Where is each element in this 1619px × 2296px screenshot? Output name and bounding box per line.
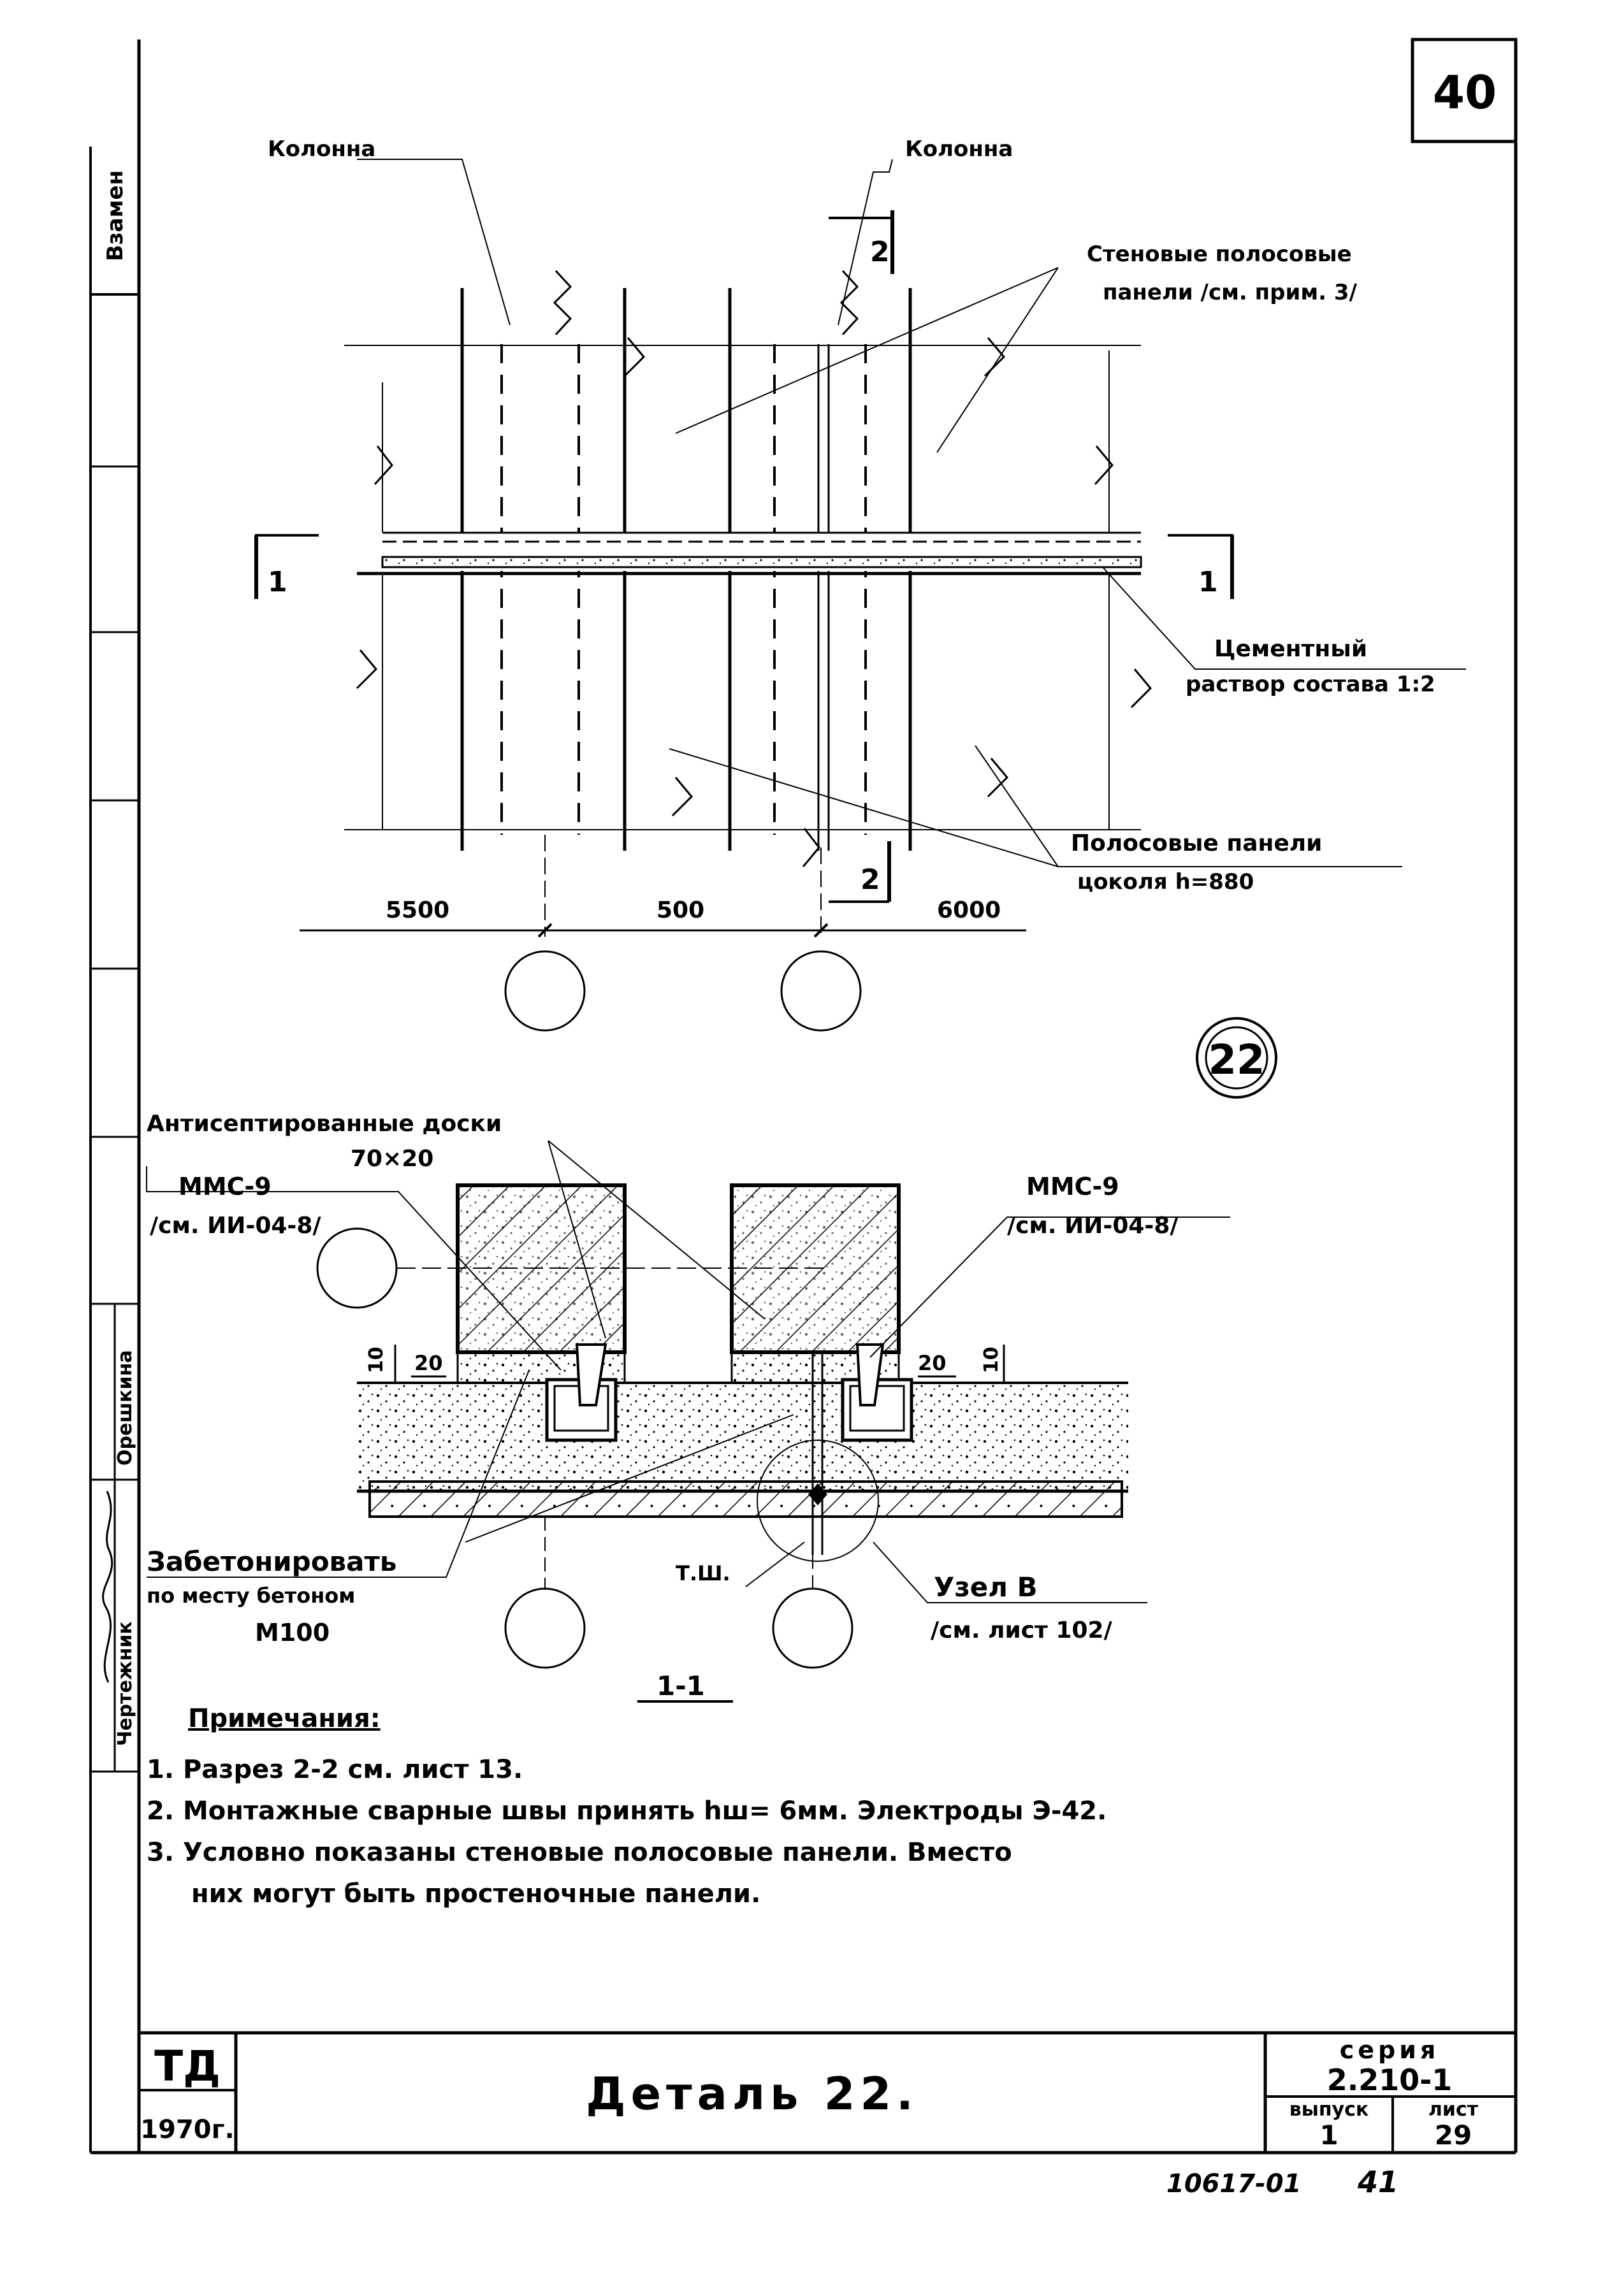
label-column-right: Колонна [905, 136, 1013, 162]
section-2-top-label: 2 [870, 236, 890, 268]
section-labels: Антисептированные доски 70×20 ММС-9 /см.… [147, 1111, 1179, 1701]
label-mmc-right-1: ММС-9 [1026, 1173, 1119, 1201]
dimension-left: 5500 [386, 897, 449, 923]
footer-reference: 10617-01 [1166, 2169, 1301, 2199]
section-title: 1-1 [657, 1670, 705, 1701]
dimension-10-right: 10 [980, 1347, 1003, 1373]
seria-value: 2.210-1 [1327, 2063, 1453, 2097]
label-column-left: Колонна [268, 136, 375, 162]
section-1-left-label: 1 [268, 566, 287, 598]
drawing-title: Деталь 22. [586, 2068, 918, 2120]
title-block-text: ТД 1970г. Деталь 22. серия 2.210-1 выпус… [140, 2036, 1478, 2151]
vypusk-label: выпуск [1289, 2098, 1369, 2121]
dimension-10-left: 10 [365, 1347, 388, 1373]
label-node-1: Узел В [934, 1571, 1038, 1603]
label-wall-panels-1: Стеновые полосовые [1087, 242, 1352, 267]
label-boards-2: 70×20 [351, 1146, 433, 1172]
label-plinth-2: цоколя h=880 [1077, 869, 1254, 895]
detail-mark-number: 22 [1208, 1037, 1265, 1084]
label-concrete-3: М100 [255, 1619, 330, 1647]
side-labels: Взамен Орешкина Чертежник [102, 170, 136, 1746]
label-concrete-1: Забетонировать [147, 1546, 396, 1577]
label-boards-1: Антисептированные доски [147, 1111, 502, 1137]
label-wall-panels-2: панели /см. прим. 3/ [1103, 280, 1358, 305]
detail-mark: 22 [1196, 1017, 1277, 1099]
dimension-right: 6000 [937, 897, 1001, 923]
section-1-right-label: 1 [1198, 566, 1218, 598]
plan-view [254, 159, 1466, 1032]
list-label: лист [1428, 2098, 1479, 2121]
label-mmc-left-2: /см. ИИ-04-8/ [150, 1213, 321, 1239]
dimension-20-left: 20 [414, 1351, 443, 1375]
label-cement-1: Цементный [1214, 636, 1367, 662]
dimension-20-right: 20 [918, 1351, 947, 1375]
footer-page: 41 [1357, 2165, 1398, 2199]
note-3b: них могут быть простеночные панели. [191, 1879, 760, 1909]
label-mmc-left-1: ММС-9 [178, 1173, 272, 1201]
label-node-2: /см. лист 102/ [931, 1617, 1113, 1643]
notes: Примечания: 1. Разрез 2-2 см. лист 13. 2… [147, 1704, 1107, 1909]
sheet-frame [89, 40, 1518, 2155]
seria-label: серия [1340, 2036, 1440, 2064]
side-label-oreshkina: Орешкина [114, 1350, 136, 1466]
note-2: 2. Монтажные сварные швы принять hш= 6мм… [147, 1796, 1107, 1826]
side-label-chertezhnik: Чертежник [114, 1621, 136, 1746]
section-2-bottom-label: 2 [860, 863, 880, 896]
sheet-number-box: 40 [1411, 38, 1518, 143]
label-mmc-right-2: /см. ИИ-04-8/ [1007, 1213, 1179, 1239]
footer: 10617-01 41 [1166, 2165, 1398, 2199]
sheet-number: 40 [1433, 66, 1497, 119]
signature [102, 1491, 113, 1683]
notes-heading: Примечания: [188, 1704, 381, 1733]
label-plinth-1: Полосовые панели [1071, 830, 1322, 856]
label-concrete-2: по месту бетоном [147, 1584, 355, 1608]
note-3a: 3. Условно показаны стеновые полосовые п… [147, 1838, 1012, 1867]
note-1: 1. Разрез 2-2 см. лист 13. [147, 1755, 523, 1784]
dimension-mid: 500 [657, 897, 704, 923]
title-year: 1970г. [140, 2115, 234, 2144]
title-td: ТД [154, 2042, 221, 2091]
list-value: 29 [1435, 2119, 1472, 2151]
label-tm: Т.Ш. [676, 1561, 730, 1585]
plan-labels: Колонна Колонна 2 2 1 1 Стеновые полосов… [268, 136, 1435, 923]
title-block [139, 2031, 1516, 2153]
label-cement-2: раствор состава 1:2 [1186, 672, 1435, 697]
section-view [146, 1140, 1230, 1703]
side-label-vzamen: Взамен [103, 170, 128, 261]
vypusk-value: 1 [1319, 2119, 1338, 2151]
